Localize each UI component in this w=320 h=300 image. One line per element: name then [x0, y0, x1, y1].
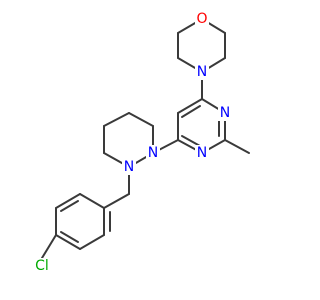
nitrogen-piperazine-1: N: [146, 145, 160, 161]
chlorine: Cl: [32, 258, 52, 274]
atom-label-cl: Cl: [35, 258, 49, 274]
bond-pyr-6-double: [181, 105, 201, 118]
bond-benz-3: [55, 234, 81, 250]
atom-labels: O N N N N N Cl: [32, 11, 232, 274]
atom-label-n: N: [220, 105, 230, 121]
bond-benz-2: [79, 234, 105, 250]
bond-cl: [41, 234, 57, 259]
bond-benz-6: [79, 193, 105, 209]
bond-pyr-4-double: [181, 135, 201, 147]
bond-pyr-6: [177, 98, 203, 114]
nitrogen-pyrimidine-3: N: [195, 145, 209, 161]
nitrogen-morpholine: N: [195, 64, 209, 80]
atom-label-o: O: [196, 11, 207, 27]
oxygen-morpholine: O: [195, 11, 209, 27]
nitrogen-piperazine-4: N: [122, 159, 136, 175]
bond-benz-5-double: [60, 200, 79, 212]
nitrogen-pyrimidine-1: N: [218, 105, 232, 121]
bond-benz-5: [55, 193, 81, 209]
molecule-structure: O N N N N N Cl: [32, 11, 250, 274]
atom-label-n: N: [197, 145, 207, 161]
bond-methyl: [224, 139, 250, 154]
bonds: [41, 18, 250, 259]
bond-benz-3-double: [60, 231, 79, 243]
atom-label-n: N: [124, 159, 134, 175]
bond-pip-2: [128, 112, 154, 127]
bond-pip-3: [103, 112, 130, 127]
atom-label-n: N: [148, 145, 158, 161]
bond-ch2-benz: [103, 193, 130, 209]
atom-label-n: N: [197, 64, 207, 80]
